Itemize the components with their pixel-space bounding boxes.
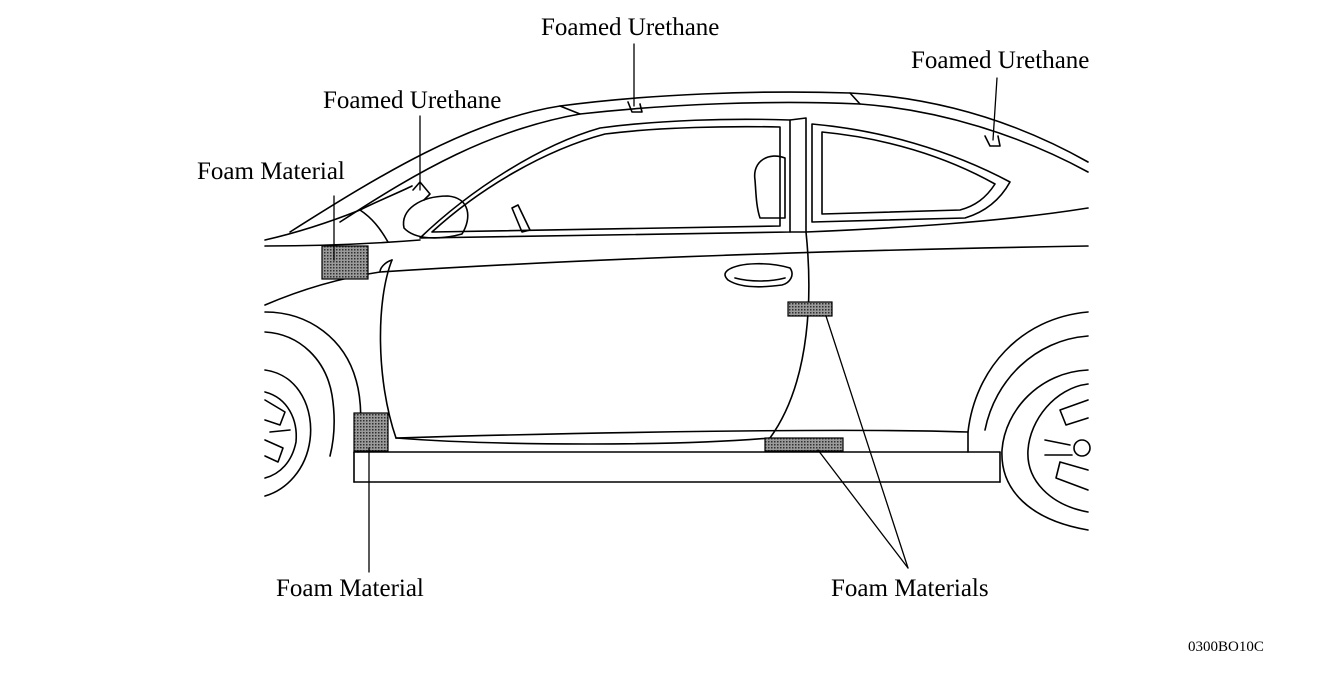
a-pillar-line [359,209,389,243]
label-foam-material-rocker: Foam Material [276,575,424,602]
front-window-inner [431,125,781,233]
rear-hub [1073,439,1091,457]
foam-patch-door [787,301,833,317]
rear-wheel-arch-outer [967,311,1089,433]
rear-tire [1001,369,1089,531]
roof-inner-line [339,101,1089,223]
rocker-mid [395,429,969,453]
front-rim-spoke-1 [264,399,286,426]
figure-code: 0300BO10C [1188,639,1264,655]
b-pillar [789,117,807,233]
label-foamed-urethane-pillar: Foamed Urethane [323,87,502,114]
leader-roof-rear [992,77,998,141]
front-rim [264,391,298,479]
foam-patch-rocker-front [353,412,389,452]
foam-patch-fender [321,245,369,280]
rear-window-inner [821,131,996,215]
rear-window-outline [811,123,1011,223]
front-tire [264,369,312,497]
door-handle [724,262,793,288]
rear-body-line [805,207,1089,233]
label-foam-material-fender: Foam Material [197,158,345,185]
front-wheel-arch-inner [264,331,335,457]
roof-trim-line [559,92,861,115]
label-foam-materials-door: Foam Materials [831,575,989,602]
roof-center-clip [627,101,643,113]
rear-rim-spoke-3 [1044,439,1073,456]
leader-door-upper [825,315,909,569]
pillar-clip [412,181,431,201]
rear-rim-spoke-1 [1059,399,1089,426]
rear-rim-spoke-2 [1055,461,1089,491]
side-mirror [402,195,469,239]
label-foamed-urethane-roof-rear: Foamed Urethane [911,47,1090,74]
label-foamed-urethane-roof-center: Foamed Urethane [541,14,720,41]
foam-patch-rocker-mid [764,437,844,452]
front-seat-headrest [754,155,786,219]
windshield-line [264,185,413,241]
front-rim-spoke-2 [264,439,284,463]
door-front-edge [379,259,397,439]
roof-rear-clip [984,135,1001,147]
upper-body-line [379,259,393,273]
door-handle-recess [734,277,786,282]
beltline [264,245,1089,306]
leader-door-lower [817,449,909,569]
door-rear-edge [769,231,810,439]
rear-wheel-arch-inner [984,335,1089,431]
seatbelt [511,204,531,233]
front-rim-spoke-3 [269,429,291,433]
hood-line [264,239,421,247]
front-window-outline [419,118,791,239]
rear-rim [1027,383,1089,513]
door-bottom [395,437,771,445]
